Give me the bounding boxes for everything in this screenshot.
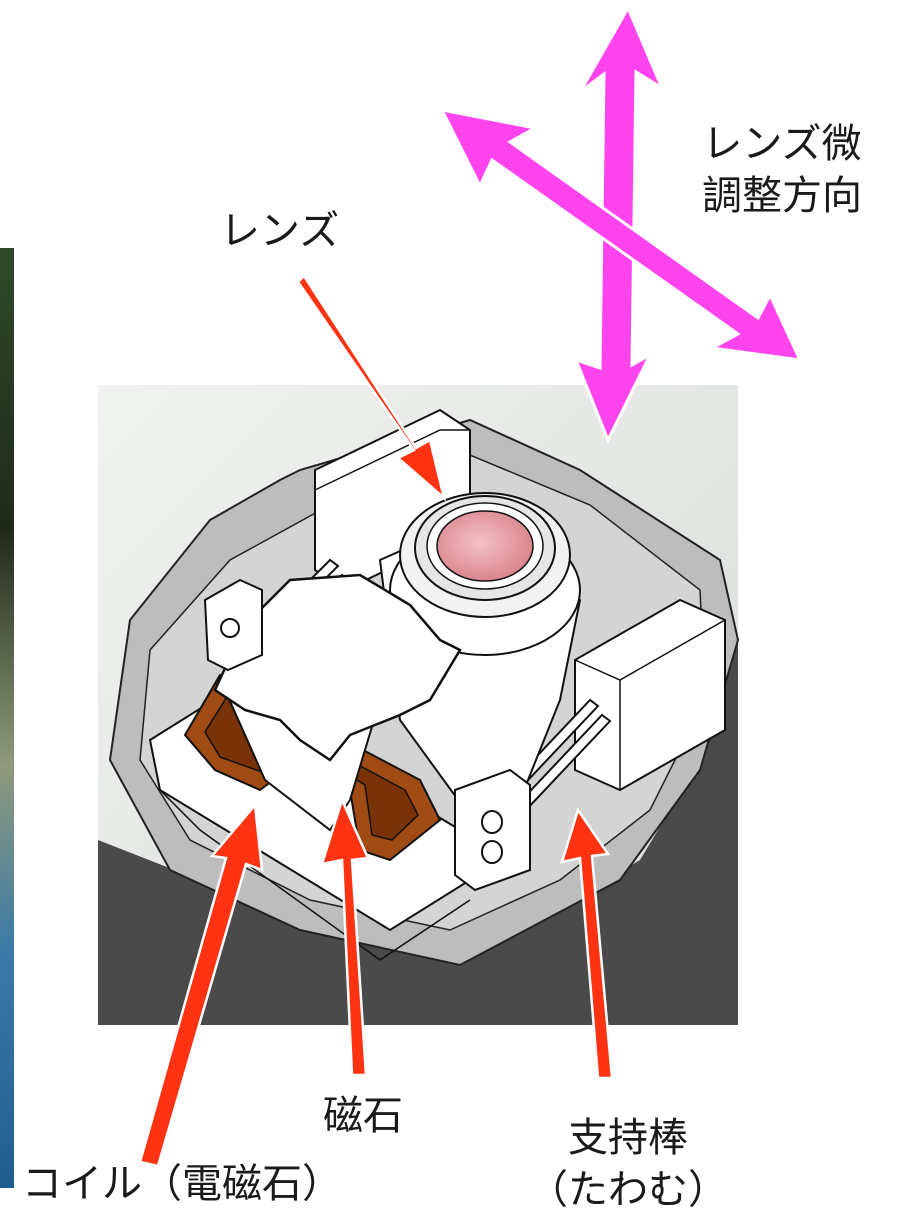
adjustment-label-line-2: 調整方向 [702, 173, 862, 219]
photo-edge-strip [0, 248, 14, 1188]
adjustment-direction-arrows [439, 4, 803, 444]
lens-callout-arrow [296, 274, 447, 502]
top-plate [213, 573, 462, 762]
dark-base [98, 640, 738, 1025]
rod-callout-arrow [560, 807, 614, 1080]
magnet-callout-arrow [320, 796, 370, 1077]
diagonal-double-arrow [439, 107, 803, 362]
coil-label: コイル（電磁石） [22, 1161, 342, 1207]
support-rod-label-line-1: 支持棒 [568, 1115, 688, 1161]
callout-arrows [138, 274, 614, 1168]
support-rod-label: 支持棒 （たわむ） [528, 1112, 728, 1216]
support-rod-label-line-2: （たわむ） [528, 1167, 728, 1213]
coil-callout-arrow [138, 801, 264, 1168]
adjustment-direction-label: レンズ微 調整方向 [702, 118, 862, 222]
lens-element [436, 510, 534, 582]
lens-label: レンズ [220, 208, 340, 254]
lens-assembly [389, 492, 581, 656]
magnet-label: 磁石 [323, 1093, 403, 1139]
adjustment-label-line-1: レンズ微 [702, 121, 862, 167]
